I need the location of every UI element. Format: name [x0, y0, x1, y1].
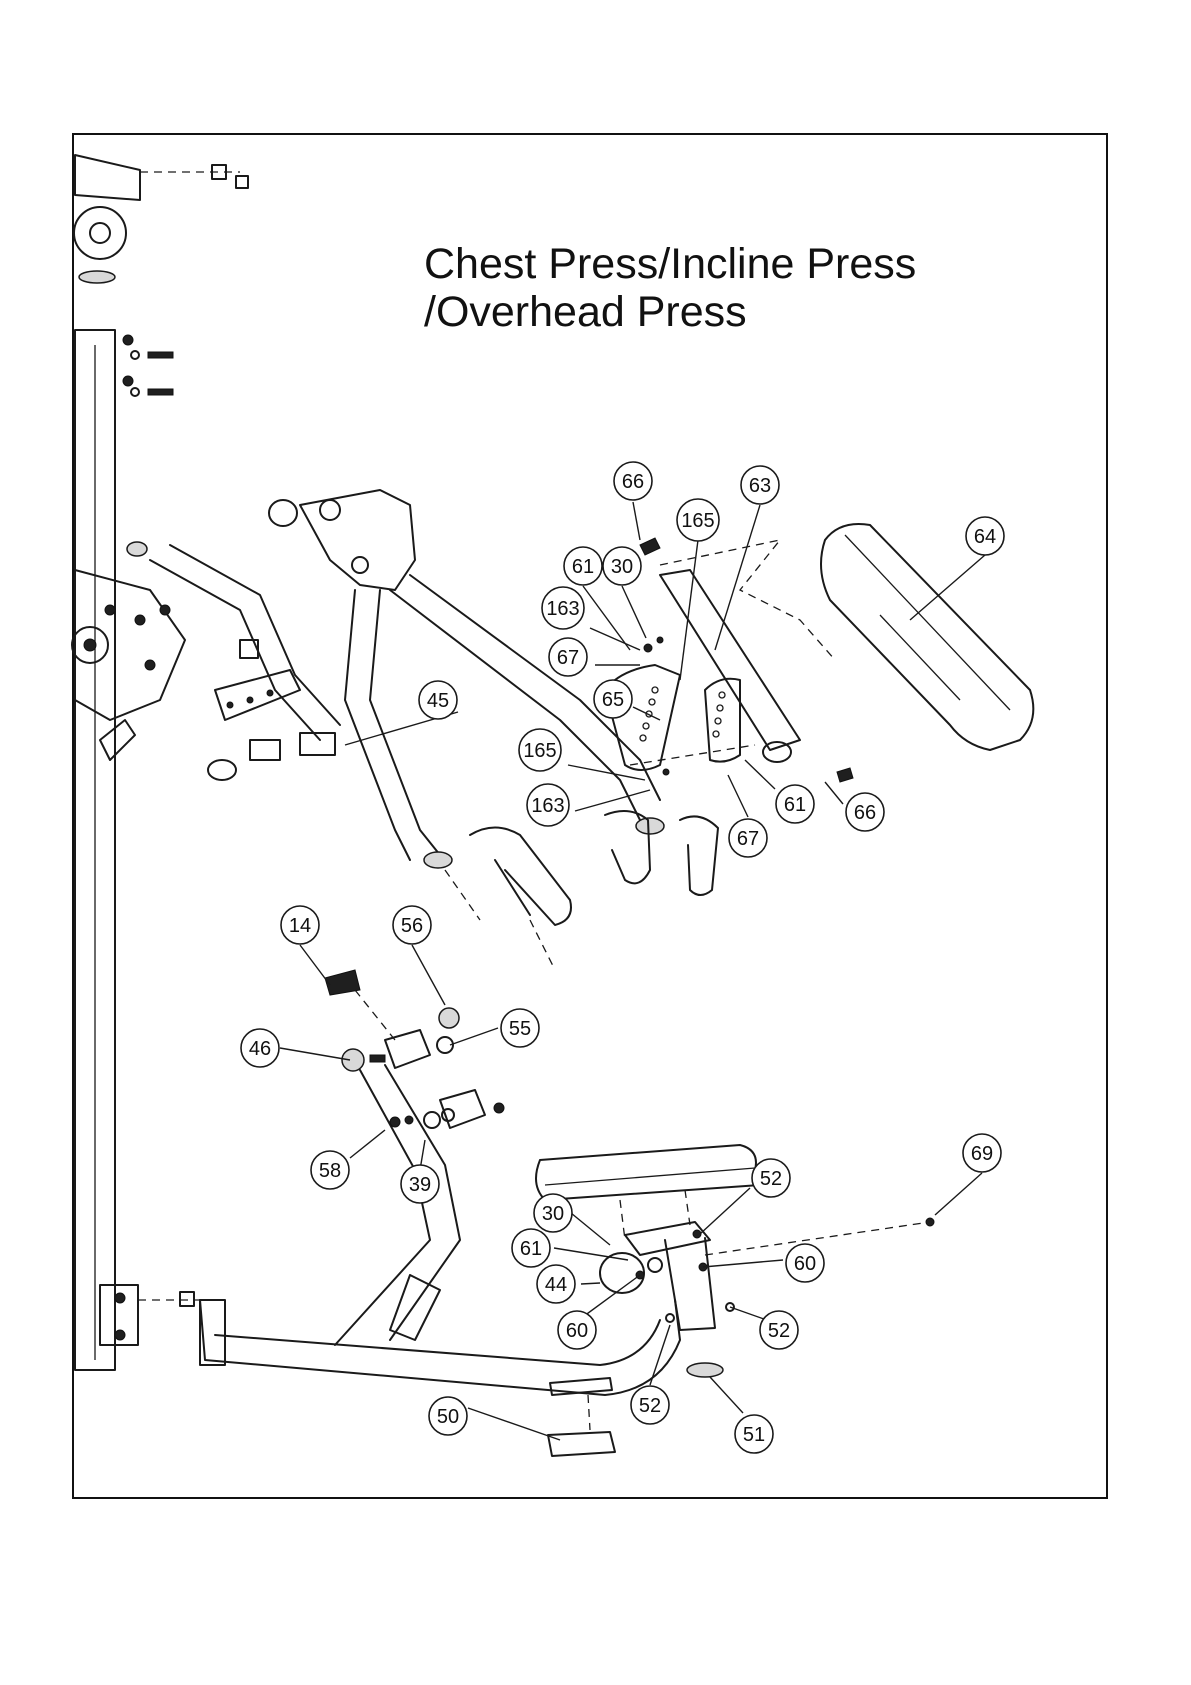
callout-51: 51: [735, 1415, 773, 1453]
callout-number: 14: [289, 915, 311, 937]
callout-14: 14: [281, 906, 319, 944]
callout-44: 44: [537, 1265, 575, 1303]
page-title: Chest Press/Incline Press /Overhead Pres…: [424, 240, 916, 336]
callout-number: 165: [681, 510, 714, 532]
callout-45: 45: [419, 681, 457, 719]
callout-number: 52: [639, 1395, 661, 1417]
callout-number: 66: [854, 802, 876, 824]
callout-52-top: 52: [752, 1159, 790, 1197]
callout-number: 61: [520, 1238, 542, 1260]
callout-number: 65: [602, 689, 624, 711]
callout-number: 163: [531, 795, 564, 817]
callout-66-top: 66: [614, 462, 652, 500]
callout-number: 67: [737, 828, 759, 850]
callout-52-bottom: 52: [631, 1386, 669, 1424]
main-upright-column: [72, 155, 248, 1370]
callout-number: 66: [622, 471, 644, 493]
callout-64: 64: [966, 517, 1004, 555]
callout-61-bottom: 61: [512, 1229, 550, 1267]
callout-65: 65: [594, 680, 632, 718]
callout-number: 44: [545, 1274, 567, 1296]
callout-number: 50: [437, 1406, 459, 1428]
callout-50: 50: [429, 1397, 467, 1435]
callout-number: 30: [611, 556, 633, 578]
callout-66-bottom: 66: [846, 793, 884, 831]
callout-number: 61: [784, 794, 806, 816]
callout-55: 55: [501, 1009, 539, 1047]
callout-61-top: 61: [564, 547, 602, 585]
callout-number: 39: [409, 1174, 431, 1196]
callout-58: 58: [311, 1151, 349, 1189]
callout-165-bottom: 165: [519, 729, 561, 771]
callout-163-bottom: 163: [527, 784, 569, 826]
callout-number: 58: [319, 1160, 341, 1182]
back-pad-and-adjuster: [605, 524, 1033, 782]
callout-39: 39: [401, 1165, 439, 1203]
callout-number: 165: [523, 740, 556, 762]
callout-60-left: 60: [558, 1311, 596, 1349]
callout-63: 63: [741, 466, 779, 504]
callout-number: 55: [509, 1018, 531, 1040]
callout-number: 69: [971, 1143, 993, 1165]
callout-number: 60: [566, 1320, 588, 1342]
callout-69: 69: [963, 1134, 1001, 1172]
callout-46: 46: [241, 1029, 279, 1067]
title-line-2: /Overhead Press: [424, 288, 916, 336]
callout-number: 61: [572, 556, 594, 578]
callout-number: 30: [542, 1203, 564, 1225]
callout-number: 46: [249, 1038, 271, 1060]
callout-61-mid: 61: [776, 785, 814, 823]
callout-30-top: 30: [603, 547, 641, 585]
callout-165-top: 165: [677, 499, 719, 541]
callout-number: 52: [768, 1320, 790, 1342]
callout-number: 52: [760, 1168, 782, 1190]
callout-163-top: 163: [542, 587, 584, 629]
callout-number: 63: [749, 475, 771, 497]
callout-67-top: 67: [549, 638, 587, 676]
callout-number: 51: [743, 1424, 765, 1446]
callout-60-right: 60: [786, 1244, 824, 1282]
callout-number: 67: [557, 647, 579, 669]
callout-number: 45: [427, 690, 449, 712]
callout-56: 56: [393, 906, 431, 944]
callout-number: 56: [401, 915, 423, 937]
callout-leaders: [280, 502, 985, 1440]
callout-number: 60: [794, 1253, 816, 1275]
callout-30-bottom: 30: [534, 1194, 572, 1232]
callout-52-right: 52: [760, 1311, 798, 1349]
title-line-1: Chest Press/Incline Press: [424, 240, 916, 288]
callout-number: 163: [546, 598, 579, 620]
callout-67-bottom: 67: [729, 819, 767, 857]
callout-number: 64: [974, 526, 996, 548]
